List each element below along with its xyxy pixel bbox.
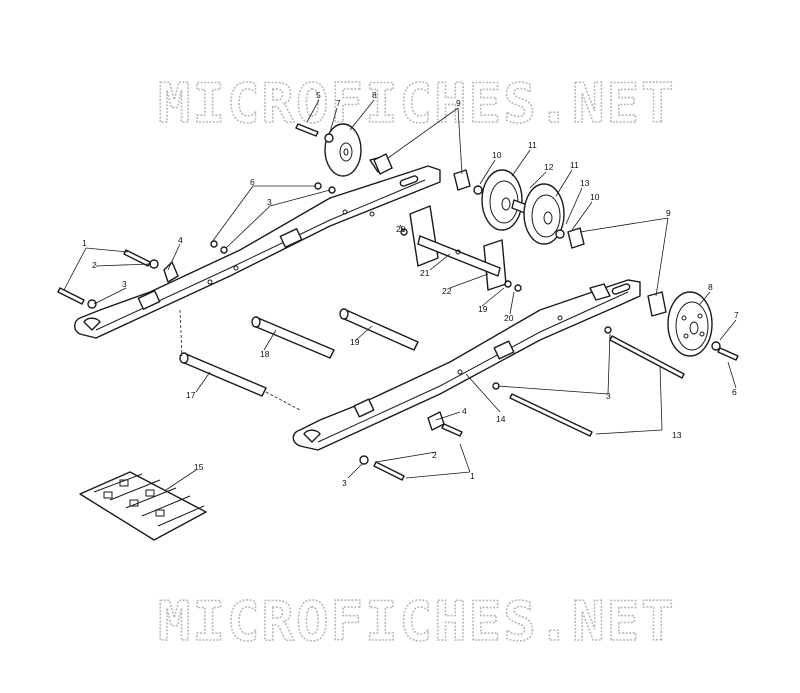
callout-4: 4: [178, 235, 183, 245]
center-axle-assembly: [400, 205, 522, 292]
callout-9: 9: [666, 208, 671, 218]
idler-wheel-center-left: [481, 169, 523, 231]
callout-5: 6: [250, 177, 255, 187]
callout-7: 7: [734, 310, 739, 320]
callout-20: 20: [396, 224, 406, 234]
callout-11: 11: [528, 140, 537, 150]
callout-3: 3: [606, 391, 611, 401]
callout-10: 10: [492, 150, 502, 160]
callout-17: 17: [186, 390, 196, 400]
callout-3: 3: [122, 279, 127, 289]
callout-9: 9: [456, 98, 461, 108]
callout-8: 8: [372, 90, 377, 100]
spacer-blocks: [373, 153, 667, 317]
callout-20: 20: [504, 313, 514, 323]
callout-6: 6: [732, 387, 737, 397]
callout-11: 11: [570, 160, 579, 170]
fasteners: [57, 123, 739, 481]
callout-1: 1: [82, 238, 87, 248]
watermark-bottom: MICROFICHES.NET: [158, 590, 676, 653]
callout-16: 15: [194, 462, 204, 472]
cross-shafts: [179, 308, 419, 411]
callout-8: 8: [708, 282, 713, 292]
callout-3: 3: [342, 478, 347, 488]
callout-19: 19: [478, 304, 488, 314]
callout-2: 2: [432, 450, 437, 460]
callout-labels: 5 7 8 9 10 11 12 11 13 10 9 8 7 6 6 3 1 …: [82, 90, 739, 488]
front-slide-rail: [292, 279, 641, 451]
callout-21: 21: [420, 268, 430, 278]
callout-12: 12: [544, 162, 554, 172]
callout-13: 13: [580, 178, 590, 188]
callout-4: 4: [462, 406, 467, 416]
callout-19: 19: [350, 337, 360, 347]
idler-wheel-center-right: [523, 183, 565, 245]
callout-3: 3: [267, 197, 272, 207]
callout-6: 5: [316, 90, 321, 100]
leader-lines: [63, 99, 737, 491]
callout-18: 18: [260, 349, 270, 359]
callout-14: 13: [672, 430, 682, 440]
callout-15: 14: [496, 414, 506, 424]
callout-1: 1: [470, 471, 475, 481]
callout-7: 7: [336, 98, 341, 108]
callout-10: 10: [590, 192, 600, 202]
idler-wheel-lower-right: [667, 291, 713, 357]
callout-2: 2: [92, 260, 97, 270]
callout-22: 22: [442, 286, 452, 296]
track-section: [79, 471, 207, 541]
idler-wheel-upper-left: [324, 123, 362, 177]
watermark-top: MICROFICHES.NET: [158, 72, 676, 135]
rear-slide-rail: [74, 155, 441, 339]
